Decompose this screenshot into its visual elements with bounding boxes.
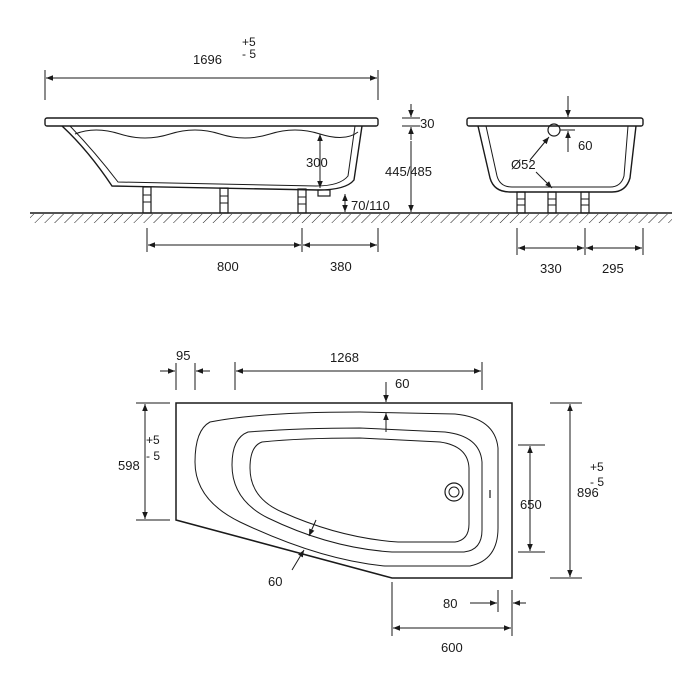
dimension-leg-height: 70/110 — [342, 194, 390, 213]
dimension-drain-diameter: Ø52 — [511, 136, 553, 189]
rim-top-label: 60 — [395, 376, 409, 391]
short-width-tolerance-plus: +5 — [146, 433, 160, 447]
dimension-length: 1696 +5 - 5 — [44, 35, 379, 100]
length-tolerance-plus: +5 — [242, 35, 256, 49]
dimension-drain-span: 650 — [518, 444, 545, 553]
dimension-corner-length: 600 — [391, 582, 513, 655]
dimension-inner-length: 1268 — [234, 350, 483, 390]
total-height-label: 445/485 — [385, 164, 432, 179]
rim-left-label: 95 — [176, 348, 190, 363]
dimension-end-leg-spacing: 330 295 — [516, 228, 644, 276]
end-view-legs — [516, 191, 590, 214]
dimension-rim-top: 60 — [383, 376, 409, 432]
floor — [30, 212, 672, 223]
end-elevation-view: 60 Ø52 330 295 — [466, 96, 644, 276]
leg-spacing-end-label: 380 — [330, 259, 352, 274]
full-width-tolerance-plus: +5 — [590, 460, 604, 474]
short-width-label: 598 — [118, 458, 140, 473]
full-width-tolerance-minus: - 5 — [590, 475, 604, 489]
length-tolerance-minus: - 5 — [242, 47, 256, 61]
leg-spacing-long-label: 800 — [217, 259, 239, 274]
drain-offset-label: 60 — [578, 138, 592, 153]
end-leg-spacing-a-label: 330 — [540, 261, 562, 276]
corner-length-label: 600 — [441, 640, 463, 655]
dimension-rim-diagonal: 60 — [268, 519, 317, 589]
plan-view: 95 1268 60 598 +5 - 5 6 — [118, 348, 604, 655]
plan-drain-circle — [444, 482, 464, 502]
dimension-rim-left: 95 — [160, 348, 210, 390]
depth-label: 300 — [306, 155, 328, 170]
short-width-tolerance-minus: - 5 — [146, 449, 160, 463]
inner-length-label: 1268 — [330, 350, 359, 365]
side-elevation-view: 1696 +5 - 5 300 70/110 800 380 — [44, 35, 390, 274]
rim-diagonal-label: 60 — [268, 574, 282, 589]
dimension-heights: 30 445/485 — [385, 104, 434, 212]
dimension-short-width: 598 +5 - 5 — [118, 402, 170, 521]
dimension-leg-spacing: 800 380 — [146, 228, 379, 274]
dimension-depth: 300 — [306, 134, 328, 188]
dimension-rim-corner: 80 — [443, 590, 526, 612]
dimension-full-width: 896 +5 - 5 — [550, 402, 604, 579]
length-label: 1696 — [193, 52, 222, 67]
rim-height-label: 30 — [420, 116, 434, 131]
end-leg-spacing-b-label: 295 — [602, 261, 624, 276]
full-width-label: 896 — [577, 485, 599, 500]
drain-span-label: 650 — [520, 497, 542, 512]
dimension-drain-offset: 60 — [560, 96, 592, 153]
bathtub-legs — [142, 186, 307, 214]
leg-height-label: 70/110 — [351, 198, 390, 213]
rim-corner-label: 80 — [443, 596, 457, 611]
drain-diameter-label: Ø52 — [511, 157, 536, 172]
